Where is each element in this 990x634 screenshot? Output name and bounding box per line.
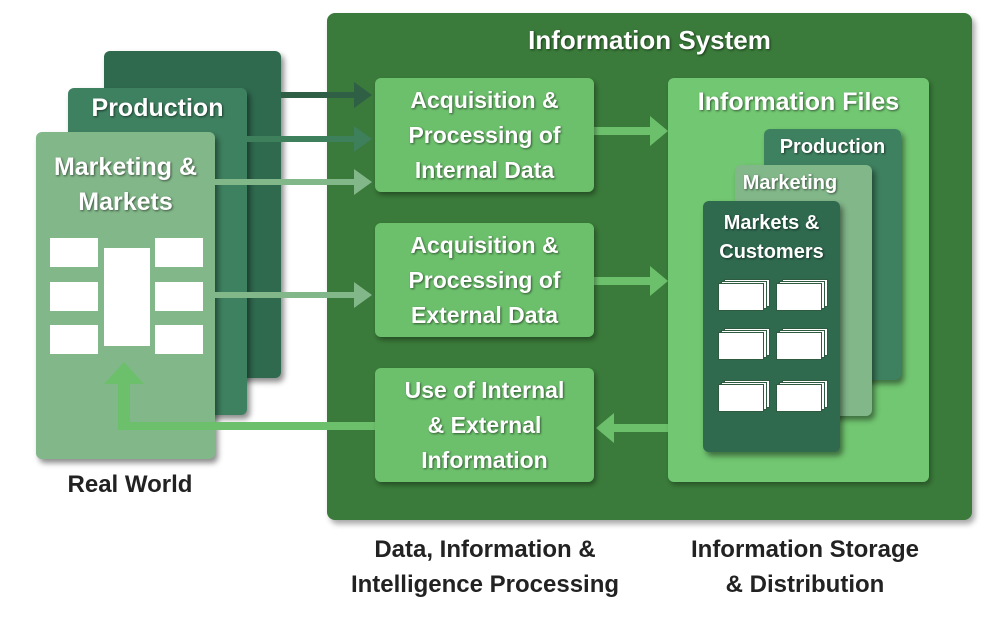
- information-files-title: Information Files: [697, 88, 900, 116]
- doc-block: [50, 282, 98, 311]
- file-doc-stack: [718, 328, 770, 360]
- file-doc-stack: [776, 380, 828, 412]
- doc-block: [155, 325, 203, 354]
- doc-block: [155, 282, 203, 311]
- real-world-caption: Real World: [67, 471, 193, 498]
- use-information: Use of Internal & External Information: [375, 368, 594, 482]
- arrow-use-to-real-world: [104, 362, 375, 430]
- doc-block: [50, 325, 98, 354]
- arrow-markets-to-internal: [215, 169, 372, 195]
- file-production-label: Production: [779, 136, 886, 158]
- use-information-label: Use of Internal & External Information: [404, 376, 565, 473]
- marketing-card-label: Marketing & Markets: [53, 153, 198, 216]
- process-internal-data: Acquisition & Processing of Internal Dat…: [375, 78, 594, 192]
- arrow-production-to-internal: [281, 82, 372, 108]
- production-card-label: Production: [91, 94, 224, 122]
- arrow-files-to-use: [596, 413, 668, 443]
- doc-block-tall: [104, 248, 150, 346]
- processing-caption: Data, Information & Intelligence Process…: [350, 536, 620, 598]
- arrow-internal-to-files: [594, 116, 668, 146]
- information-system-title: Information System: [528, 25, 771, 55]
- storage-caption: Information Storage & Distribution: [690, 536, 919, 598]
- arrow-markets-to-external: [215, 282, 372, 308]
- doc-block: [155, 238, 203, 267]
- doc-block: [50, 238, 98, 267]
- file-doc-stack: [718, 380, 770, 412]
- file-marketing-label: Marketing: [742, 172, 838, 194]
- arrow-external-to-files: [594, 266, 668, 296]
- arrow-marketing-to-internal: [247, 126, 372, 152]
- file-markets-customers: Markets & Customers: [703, 201, 840, 452]
- process-external-data: Acquisition & Processing of External Dat…: [375, 223, 594, 337]
- file-doc-stack: [776, 279, 828, 311]
- process-internal-label: Acquisition & Processing of Internal Dat…: [408, 86, 561, 183]
- file-doc-stack: [718, 279, 770, 311]
- file-markets-customers-label: Markets & Customers: [719, 212, 824, 263]
- process-external-label: Acquisition & Processing of External Dat…: [408, 231, 561, 328]
- file-doc-stack: [776, 328, 828, 360]
